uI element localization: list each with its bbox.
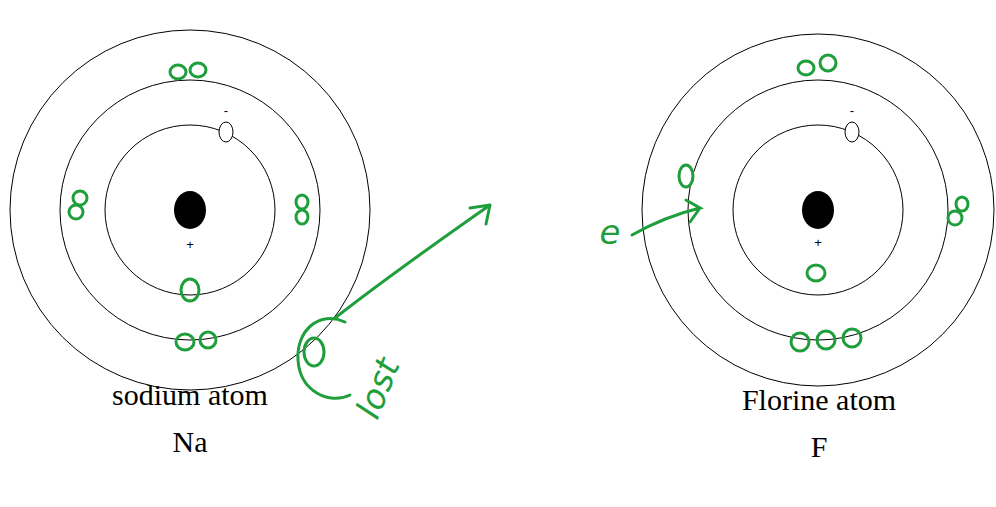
atom-name: Florine atom <box>638 383 996 417</box>
charge-sign: + <box>812 236 824 249</box>
charge-sign: - <box>222 104 230 117</box>
handwritten-note: lost <box>351 353 405 423</box>
electron <box>69 205 83 219</box>
electron <box>845 122 859 142</box>
nucleus <box>174 191 206 229</box>
atom-node: Florine atomF <box>638 28 996 498</box>
electron <box>679 165 693 187</box>
circling-mark <box>298 318 350 398</box>
element-symbol: F <box>638 430 996 464</box>
electron <box>73 191 87 205</box>
electron <box>296 195 308 209</box>
middle-shell <box>688 80 948 340</box>
nucleus <box>802 191 834 229</box>
atom-node: sodium atomNa <box>6 28 374 498</box>
electron <box>200 332 216 348</box>
handwritten-note: e <box>600 215 621 249</box>
electron <box>176 334 194 350</box>
sodium-shells <box>10 30 370 390</box>
electron <box>190 63 206 77</box>
electron <box>791 333 809 351</box>
outer-shell <box>10 30 370 390</box>
inner-shell <box>733 125 903 295</box>
electron <box>170 65 186 79</box>
hand-drawn-electrons <box>69 55 968 398</box>
element-symbol: Na <box>6 425 374 459</box>
transfer-arrow <box>632 200 700 235</box>
lost-electron <box>304 338 324 366</box>
electron <box>956 197 968 211</box>
inner-shell <box>105 125 275 295</box>
charge-sign: + <box>184 238 196 251</box>
atom-name: sodium atom <box>6 378 374 412</box>
electron <box>296 210 308 224</box>
electron <box>948 211 962 225</box>
transfer-arrow <box>335 205 490 318</box>
electron <box>807 265 825 281</box>
middle-shell <box>60 80 320 340</box>
electron <box>843 329 861 347</box>
electron <box>798 61 814 75</box>
electron <box>181 279 199 301</box>
electron <box>817 331 835 349</box>
electron <box>219 122 233 142</box>
electron <box>820 55 836 71</box>
charge-sign: - <box>848 104 856 117</box>
